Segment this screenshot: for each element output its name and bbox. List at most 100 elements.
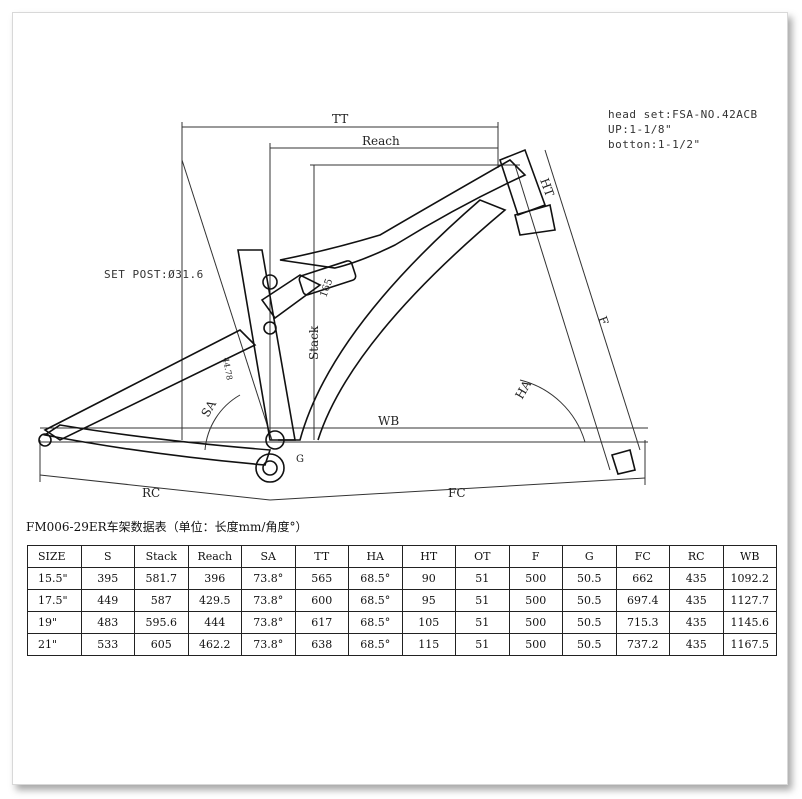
table-cell: 697.4 xyxy=(615,589,670,612)
table-cell: 50.5 xyxy=(562,567,617,590)
table-cell: 50.5 xyxy=(562,589,617,612)
table-cell: 19" xyxy=(27,611,82,634)
table-cell: 1127.7 xyxy=(722,589,777,612)
stack-label: Stack xyxy=(307,325,321,360)
shock-label: 165 xyxy=(318,277,335,299)
bottom-bracket xyxy=(255,453,285,483)
table-cell: 500 xyxy=(508,611,563,634)
table-cell: 715.3 xyxy=(615,611,670,634)
table-cell: 449 xyxy=(80,589,135,612)
table-title: FM006-29ER车架数据表（单位：长度mm/角度°） xyxy=(26,520,308,534)
table-cell: 90 xyxy=(401,567,456,590)
col-header: Stack xyxy=(134,545,189,568)
g-label: G xyxy=(296,454,304,465)
link-pivot-upper xyxy=(262,274,278,290)
table-cell: 395 xyxy=(80,567,135,590)
fc-dim-line xyxy=(269,477,646,501)
table-cell: 73.8° xyxy=(241,611,296,634)
table-cell: 73.8° xyxy=(241,567,296,590)
col-header: SA xyxy=(241,545,296,568)
wb-label: WB xyxy=(378,414,399,428)
table-cell: 51 xyxy=(455,611,510,634)
fc-label: FC xyxy=(448,486,466,500)
table-cell: 51 xyxy=(455,567,510,590)
seat-post-note: SET POST:Ø31.6 xyxy=(104,268,204,281)
col-header: SIZE xyxy=(27,545,82,568)
table-cell: 500 xyxy=(508,567,563,590)
head-set-note: head set:FSA-NO.42ACB xyxy=(608,108,758,121)
table-row: 21" 533 605 462.2 73.8° 638 68.5° 115 51… xyxy=(27,633,777,656)
table-cell: 68.5° xyxy=(348,611,403,634)
table-cell: 68.5° xyxy=(348,589,403,612)
table-header-row: SIZE S Stack Reach SA TT HA HT OT F G FC… xyxy=(27,545,777,568)
table-cell: 50.5 xyxy=(562,633,617,656)
main-pivot xyxy=(265,430,285,450)
lower-bearing-note: botton:1-1/2" xyxy=(608,138,701,151)
fork-crown xyxy=(514,203,556,236)
chain-stay xyxy=(42,424,272,466)
table-cell: 638 xyxy=(294,633,349,656)
table-cell: 444 xyxy=(187,611,242,634)
table-row: 17.5" 449 587 429.5 73.8° 600 68.5° 95 5… xyxy=(27,589,777,612)
col-header: FC xyxy=(615,545,670,568)
col-header: WB xyxy=(722,545,777,568)
fork-dropout xyxy=(610,449,636,475)
table-cell: 51 xyxy=(455,633,510,656)
table-cell: 581.7 xyxy=(134,567,189,590)
table-cell: 51 xyxy=(455,589,510,612)
col-header: Reach xyxy=(187,545,242,568)
table-cell: 105 xyxy=(401,611,456,634)
table-cell: 115 xyxy=(401,633,456,656)
tt-label: TT xyxy=(332,112,348,126)
table-cell: 605 xyxy=(134,633,189,656)
table-row: 19" 483 595.6 444 73.8° 617 68.5° 105 51… xyxy=(27,611,777,634)
fork-axis xyxy=(514,164,611,471)
col-header: S xyxy=(80,545,135,568)
seat-tube xyxy=(237,249,296,441)
rear-shock xyxy=(298,260,357,296)
seat-stay xyxy=(43,329,257,441)
table-cell: 50.5 xyxy=(562,611,617,634)
seat-tube-axis xyxy=(181,159,273,441)
col-header: F xyxy=(508,545,563,568)
rear-dropout xyxy=(38,433,52,447)
table-cell: 435 xyxy=(669,633,724,656)
table-cell: 68.5° xyxy=(348,567,403,590)
table-cell: 396 xyxy=(187,567,242,590)
table-cell: 73.8° xyxy=(241,633,296,656)
col-header: RC xyxy=(669,545,724,568)
table-cell: 435 xyxy=(669,611,724,634)
rc-label: RC xyxy=(142,486,160,500)
ht-label: HT xyxy=(537,176,556,198)
table-cell: 595.6 xyxy=(134,611,189,634)
table-cell: 587 xyxy=(134,589,189,612)
ha-label: HA xyxy=(512,378,534,402)
table-cell: 617 xyxy=(294,611,349,634)
table-cell: 17.5" xyxy=(27,589,82,612)
table-row: 15.5" 395 581.7 396 73.8° 565 68.5° 90 5… xyxy=(27,567,777,590)
f-dim-line xyxy=(544,149,641,451)
spec-sheet-card xyxy=(12,12,788,785)
col-header: TT xyxy=(294,545,349,568)
table-cell: 1092.2 xyxy=(722,567,777,590)
table-cell: 1145.6 xyxy=(722,611,777,634)
table-cell: 95 xyxy=(401,589,456,612)
down-tube xyxy=(278,199,507,441)
table-cell: 68.5° xyxy=(348,633,403,656)
top-tube xyxy=(279,159,527,269)
reach-label: Reach xyxy=(362,134,400,148)
rc-dim-line xyxy=(39,474,271,501)
upper-bearing-note: UP:1-1/8" xyxy=(608,123,673,136)
ha-angle-arc xyxy=(519,379,586,443)
sa-label: SA xyxy=(198,398,219,420)
st-length-label: 44.78 xyxy=(221,357,234,381)
table-cell: 435 xyxy=(669,589,724,612)
table-cell: 565 xyxy=(294,567,349,590)
table-cell: 1167.5 xyxy=(722,633,777,656)
table-cell: 429.5 xyxy=(187,589,242,612)
table-cell: 15.5" xyxy=(27,567,82,590)
head-tube xyxy=(499,148,547,217)
table-cell: 483 xyxy=(80,611,135,634)
col-header: HT xyxy=(401,545,456,568)
col-header: OT xyxy=(455,545,510,568)
